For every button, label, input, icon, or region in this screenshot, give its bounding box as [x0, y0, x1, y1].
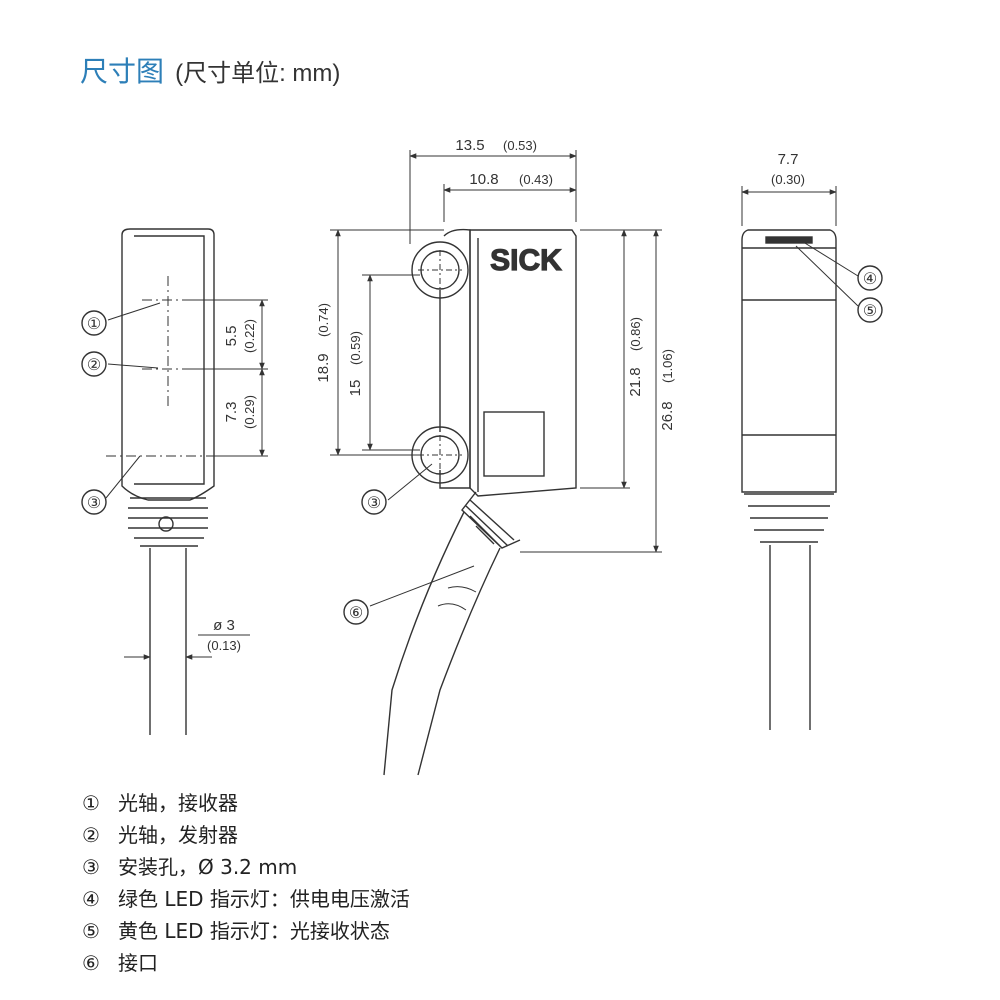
page-title: 尺寸图 (尺寸单位: mm)	[80, 50, 340, 90]
callout-6-circle	[343, 599, 369, 625]
dim-dia3-main: ø 3	[213, 617, 235, 634]
callout-1-circle	[81, 310, 107, 336]
callout-4-circle	[857, 265, 883, 291]
legend-item: ② 光轴，发射器	[82, 819, 410, 851]
dim-15-main: 15	[347, 380, 364, 397]
side-ext-lines	[330, 150, 662, 553]
legend-text: 光轴，发射器	[118, 823, 238, 847]
side-hole-top-outer	[411, 241, 469, 299]
front-dia-ext	[149, 650, 187, 665]
dim-7-3-sub: (0.29)	[242, 395, 257, 429]
front-housing-inner	[134, 235, 205, 485]
dim-15: 15 (0.59)	[347, 331, 364, 396]
dim-7-3: 7.3 (0.29)	[223, 395, 257, 429]
dim-21-8-main: 21.8	[627, 367, 644, 396]
callout-1: ①	[87, 316, 101, 333]
legend-num: ④	[82, 887, 100, 911]
legend-text: 接口	[118, 951, 158, 975]
callout-2-circle	[81, 351, 107, 377]
dim-10-8-sub: (0.43)	[519, 172, 553, 187]
legend-item: ⑥ 接口	[82, 947, 410, 979]
title-main: 尺寸图	[80, 55, 165, 88]
legend-item: ④ 绿色 LED 指示灯：供电电压激活	[82, 883, 410, 915]
back-segments	[742, 247, 836, 436]
legend-text: 绿色 LED 指示灯：供电电压激活	[118, 887, 410, 911]
dim-26-8: 26.8 (1.06)	[659, 349, 676, 431]
side-cable-break	[437, 586, 477, 611]
legend-num: ⑥	[82, 951, 100, 975]
back-cable	[769, 545, 811, 730]
brand-logo: SICK	[490, 244, 562, 277]
callout-3b-circle	[361, 489, 387, 515]
legend-num: ①	[82, 791, 100, 815]
callout-2: ②	[87, 357, 101, 374]
back-leaders	[795, 239, 859, 307]
dim-10-8-main: 10.8	[469, 171, 498, 188]
front-view	[81, 228, 268, 735]
front-leaders	[105, 302, 161, 499]
dim-5-5: 5.5 (0.22)	[223, 319, 257, 353]
side-hole-centers	[418, 250, 462, 475]
legend-text: 安装孔，Ø 3.2 mm	[118, 855, 298, 879]
legend: ① 光轴，接收器 ② 光轴，发射器 ③ 安装孔，Ø 3.2 mm ④ 绿色 LE…	[82, 787, 410, 979]
dim-dia3-sub: (0.13)	[207, 638, 241, 653]
dim-7-7-main: 7.7	[778, 151, 799, 168]
legend-item: ① 光轴，接收器	[82, 787, 410, 819]
dim-26-8-sub: (1.06)	[660, 349, 675, 383]
side-cable	[383, 511, 501, 776]
legend-num: ②	[82, 823, 100, 847]
dim-5-5-main: 5.5	[223, 326, 240, 347]
front-housing	[121, 228, 215, 501]
dim-13-5-sub: (0.53)	[503, 138, 537, 153]
dim-15-sub: (0.59)	[348, 331, 363, 365]
front-ext-lines	[192, 299, 268, 457]
dim-7-3-main: 7.3	[223, 402, 240, 423]
legend-text: 黄色 LED 指示灯：光接收状态	[118, 919, 390, 943]
side-window	[483, 411, 545, 477]
legend-num: ⑤	[82, 919, 100, 943]
back-view	[741, 186, 883, 730]
front-strain-relief	[128, 497, 208, 547]
dim-18-9: 18.9 (0.74)	[315, 303, 332, 383]
legend-item: ⑤ 黄色 LED 指示灯：光接收状态	[82, 915, 410, 947]
side-strain-relief	[461, 491, 521, 549]
side-view	[330, 150, 662, 776]
callout-5: ⑤	[863, 303, 877, 320]
legend-item: ③ 安装孔，Ø 3.2 mm	[82, 851, 410, 883]
legend-num: ③	[82, 855, 100, 879]
callout-4: ④	[863, 271, 877, 288]
legend-text: 光轴，接收器	[118, 791, 238, 815]
back-housing	[741, 229, 837, 493]
callout-3a: ③	[87, 495, 101, 512]
dim-21-8-sub: (0.86)	[628, 317, 643, 351]
dim-21-8: 21.8 (0.86)	[627, 317, 644, 397]
dim-5-5-sub: (0.22)	[242, 319, 257, 353]
back-led	[765, 236, 813, 244]
callout-5-circle	[857, 297, 883, 323]
callout-6: ⑥	[349, 605, 363, 622]
front-mount-hole	[158, 516, 174, 532]
dim-7-7-sub: (0.30)	[771, 172, 805, 187]
front-cable	[149, 548, 187, 735]
callout-3b: ③	[367, 495, 381, 512]
back-strain-relief	[744, 493, 834, 543]
dim-18-9-sub: (0.74)	[316, 303, 331, 337]
dim-26-8-main: 26.8	[659, 401, 676, 430]
side-bracket	[439, 228, 471, 489]
callout-3a-circle	[81, 489, 107, 515]
side-leaders	[369, 463, 475, 607]
dim-18-9-main: 18.9	[315, 353, 332, 382]
dim-13-5-main: 13.5	[455, 137, 484, 154]
title-unit: (尺寸单位: mm)	[175, 60, 341, 87]
